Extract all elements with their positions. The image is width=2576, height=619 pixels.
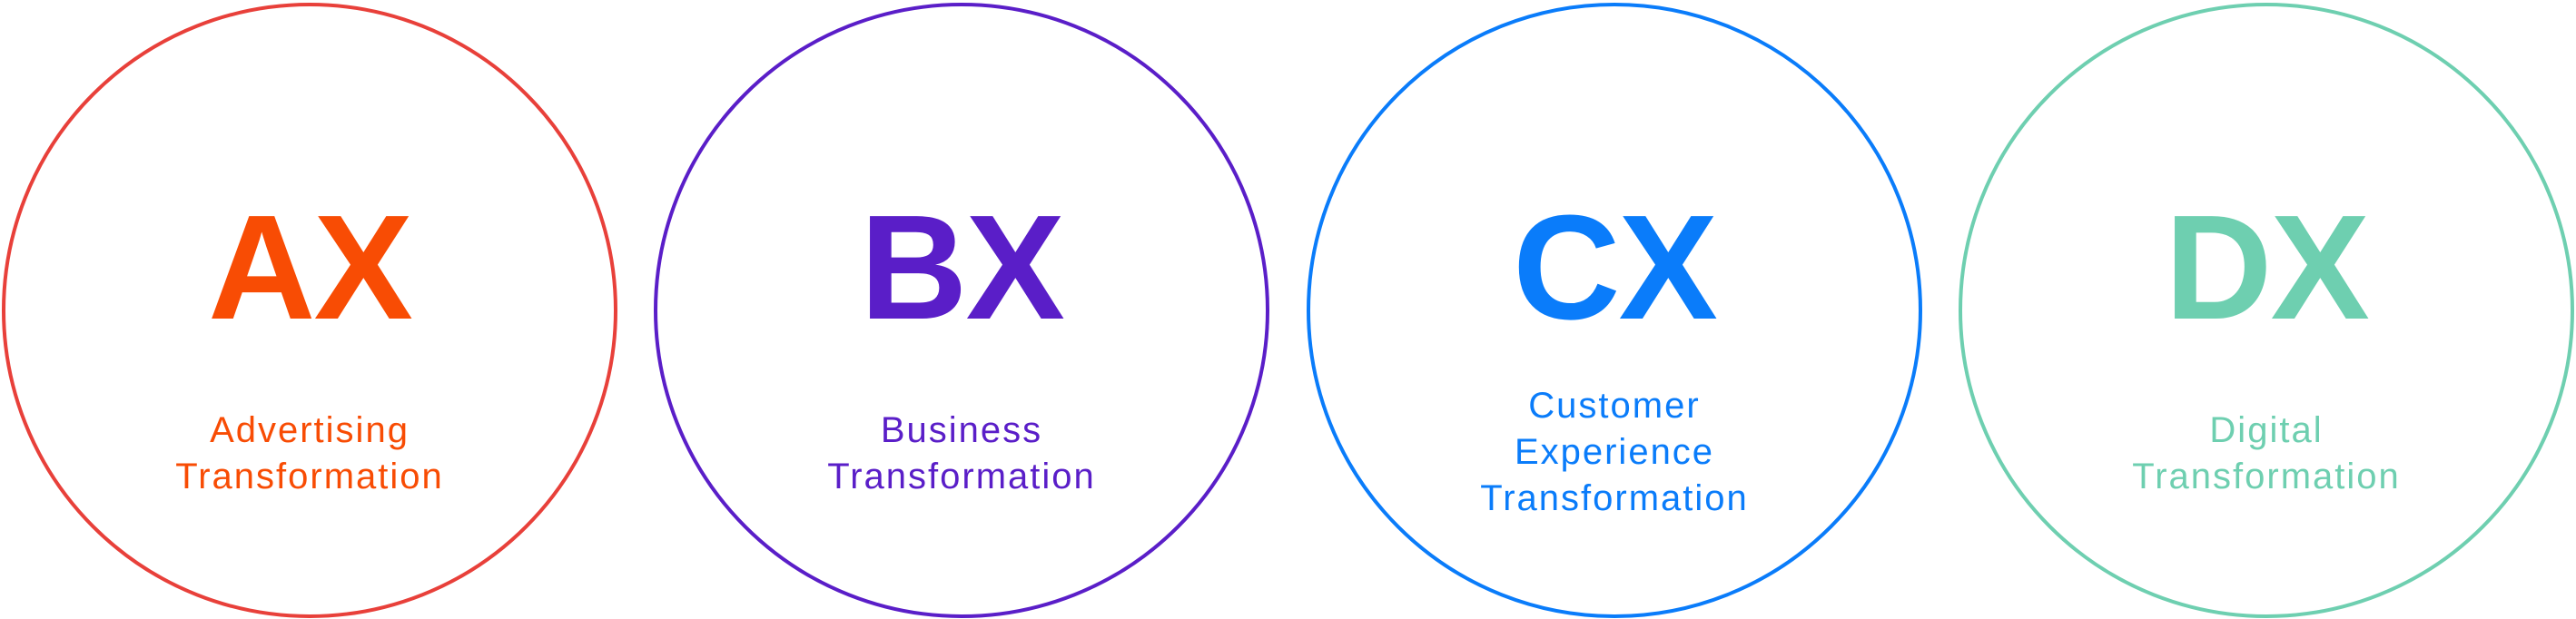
label-line: Advertising	[210, 410, 410, 450]
cx-circle: CX Customer Experience Transformation	[1307, 3, 1922, 618]
dx-label: Digital Transformation	[1962, 408, 2571, 500]
label-line: Transformation	[1480, 478, 1749, 518]
label-line: Experience	[1514, 432, 1715, 472]
label-line: Customer	[1528, 386, 1701, 426]
cx-abbreviation: CX	[1513, 184, 1718, 350]
ax-abbreviation: AX	[208, 184, 413, 350]
ax-circle: AX Advertising Transformation	[2, 3, 617, 618]
label-line: Business	[880, 410, 1043, 450]
bx-label: Business Transformation	[657, 408, 1266, 500]
label-line: Transformation	[2132, 457, 2401, 496]
label-line: Digital	[2209, 410, 2324, 450]
dx-abbreviation: DX	[2165, 184, 2370, 350]
ax-label: Advertising Transformation	[5, 408, 614, 500]
dx-circle: DX Digital Transformation	[1959, 3, 2574, 618]
cx-label: Customer Experience Transformation	[1310, 383, 1919, 522]
label-line: Transformation	[827, 457, 1096, 496]
label-line: Transformation	[175, 457, 444, 496]
bx-abbreviation: BX	[860, 184, 1065, 350]
bx-circle: BX Business Transformation	[654, 3, 1269, 618]
